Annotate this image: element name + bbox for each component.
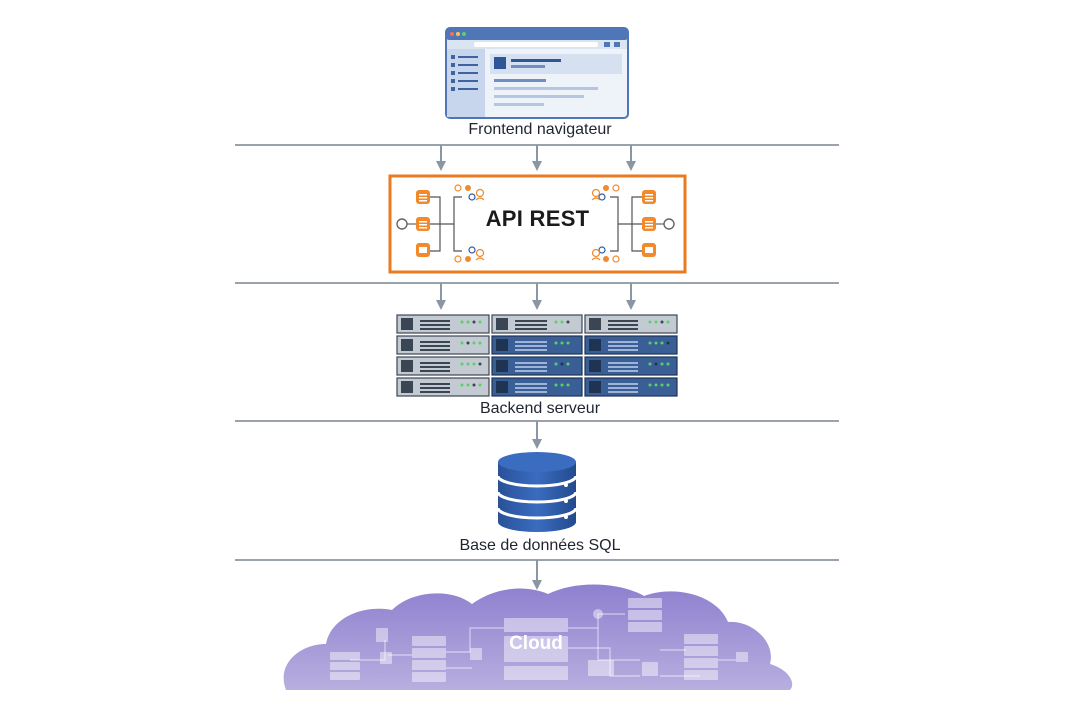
cloud-label: Cloud [509,633,563,654]
api-endpoints-right-icon [591,184,675,263]
separator-database-cloud [235,559,839,561]
separator-backend-database [235,420,839,422]
browser-window-icon [445,27,629,119]
backend-label: Backend serveur [479,400,601,417]
server-rack-icon [396,314,678,397]
api-rest-title: API REST [485,206,590,231]
database-label: Base de données SQL [459,537,621,554]
frontend-label: Frontend navigateur [468,121,612,138]
api-endpoints-left-icon [396,184,485,263]
api-rest-box [388,174,687,274]
separator-frontend-api [235,144,839,146]
database-icon [496,452,578,532]
cloud-icon [283,584,793,690]
separator-api-backend [235,282,839,284]
